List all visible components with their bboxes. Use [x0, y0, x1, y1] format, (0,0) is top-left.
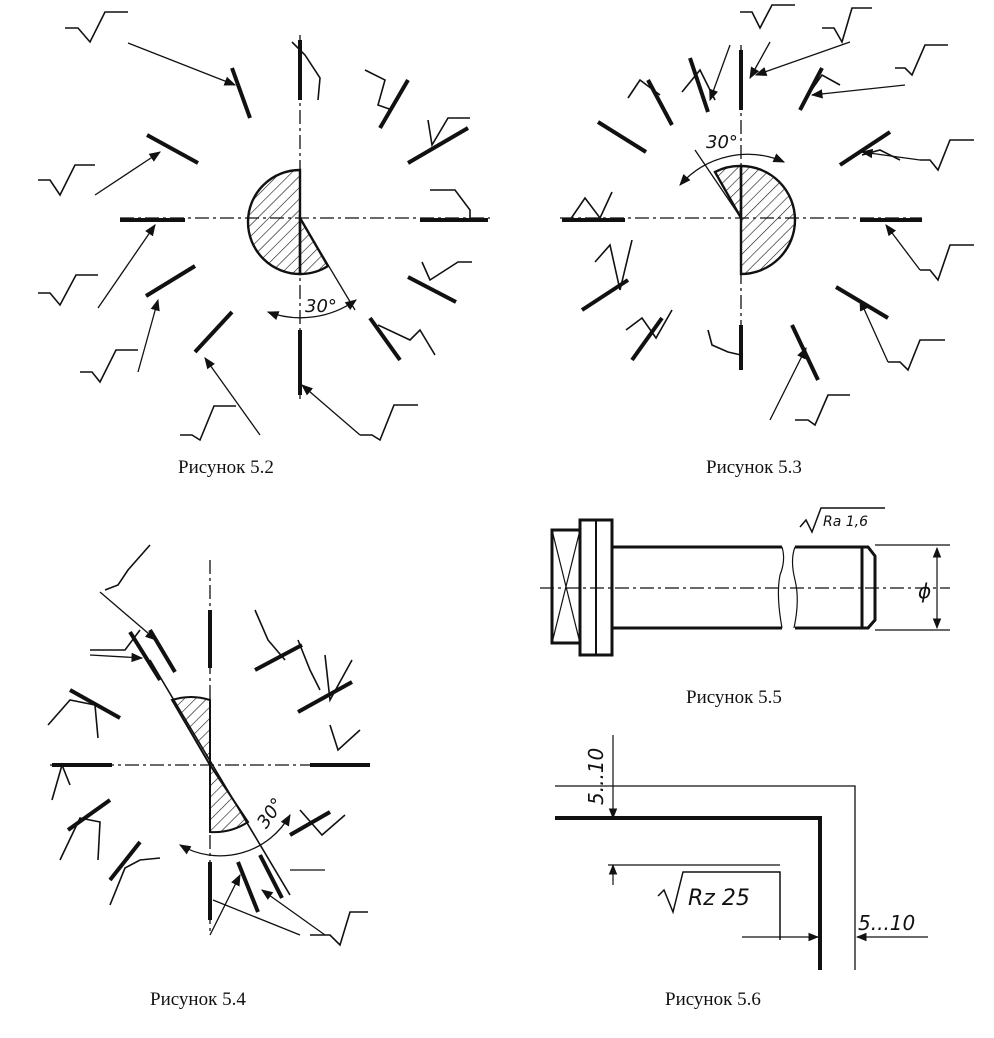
figure-5-3: 30°	[560, 4, 974, 427]
angle-label-5-4: 30°	[253, 794, 289, 832]
caption-figure-5-4: Рисунок 5.4	[150, 989, 246, 1010]
roughness-rz-label: Rz 25	[688, 886, 750, 911]
caption-figure-5-3: Рисунок 5.3	[706, 457, 802, 478]
angle-label: 30°	[305, 296, 337, 317]
offset-vertical-label: 5...10	[584, 748, 608, 805]
hatched-section-right	[739, 164, 797, 276]
roughness-symbols	[38, 11, 472, 442]
roughness-ra-label: Ra 1,6	[823, 514, 868, 530]
figure-5-4: 30°	[47, 544, 370, 947]
angle-arc	[266, 299, 357, 321]
surface-lines	[120, 40, 488, 395]
caption-figure-5-5: Рисунок 5.5	[686, 687, 782, 708]
offset-line	[608, 785, 856, 970]
roughness-symbol-rz	[657, 871, 781, 940]
figure-5-5: ϕ Ra 1,6	[540, 507, 950, 657]
hatched-section-left	[246, 168, 302, 276]
offset-horizontal-label: 5...10	[858, 911, 915, 935]
figure-5-6: 5...10 Rz 25 5...10	[555, 735, 928, 970]
diameter-symbol: ϕ	[918, 579, 931, 603]
leader-lines	[94, 42, 361, 436]
roughness-symbol-ra	[799, 507, 885, 534]
figure-5-2: 30°	[38, 11, 490, 442]
caption-figure-5-6: Рисунок 5.6	[665, 989, 761, 1010]
caption-figure-5-2: Рисунок 5.2	[178, 457, 274, 478]
thick-contour	[555, 816, 822, 970]
angle-label-5-3: 30°	[706, 132, 738, 153]
hatched-section-wedge	[298, 213, 330, 276]
